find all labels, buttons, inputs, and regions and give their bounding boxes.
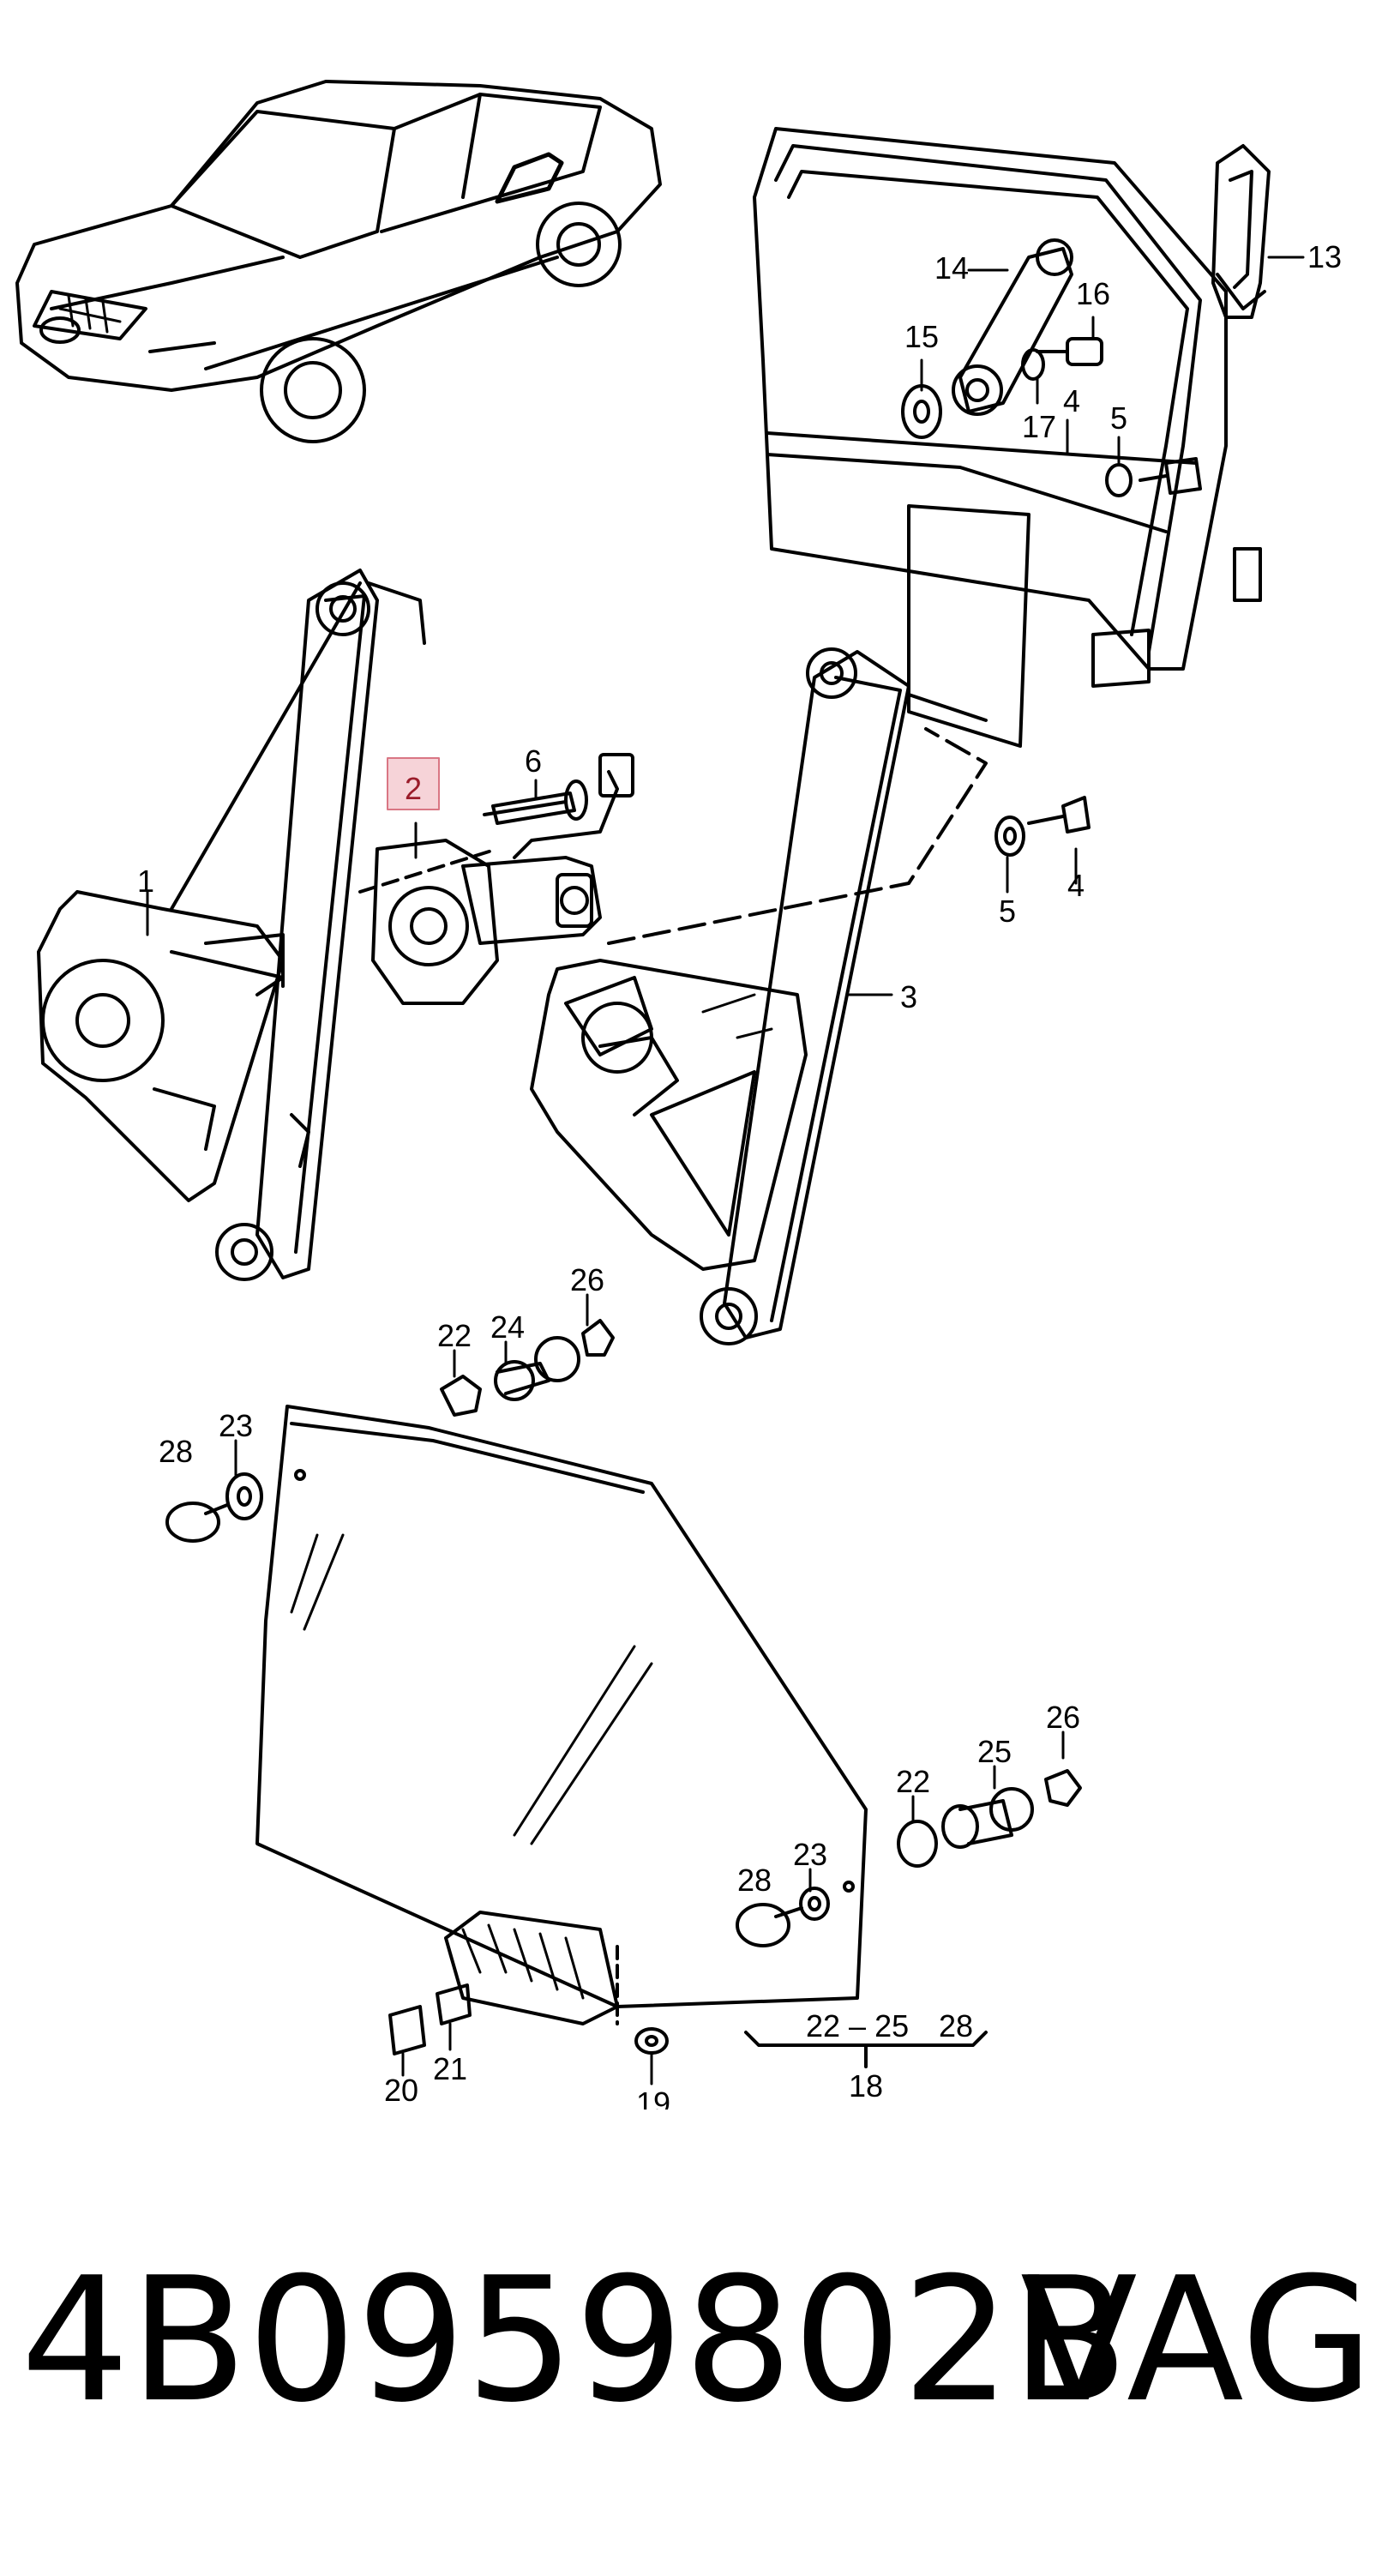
callout-15: 15 (904, 319, 939, 354)
callout-21: 21 (433, 2051, 467, 2086)
window-motor-2 (371, 753, 634, 1005)
clip-20 (388, 2005, 426, 2055)
callout-4-top: 4 (1063, 383, 1080, 418)
callout-6: 6 (525, 743, 542, 779)
fastener-group-lower (736, 1769, 1082, 1947)
bracket-13 (1211, 144, 1271, 319)
callout-19: 19 (636, 2085, 670, 2110)
callout-20: 20 (384, 2073, 418, 2108)
fastener-group-upper (165, 1319, 615, 1543)
brand-label: VAG (1020, 2241, 1374, 2441)
callout-26-upper: 26 (570, 1262, 604, 1297)
callout-4-mid: 4 (1067, 868, 1085, 903)
callout-23-upper: 23 (219, 1408, 253, 1443)
crank-handle-14 (952, 238, 1073, 416)
washer-5-top (1105, 463, 1133, 497)
callout-24: 24 (490, 1309, 525, 1345)
clip-21 (436, 1983, 472, 2025)
regulator-1 (37, 569, 426, 1281)
bracket-18 (744, 2031, 988, 2068)
callout-26-lower: 26 (1046, 1700, 1080, 1735)
callout-range-22-25: 22 – 25 (806, 2008, 909, 2043)
highlight-box (387, 757, 440, 810)
washer-17 (1021, 348, 1045, 381)
leader-lines (146, 256, 1305, 2085)
door-frame (753, 127, 1262, 748)
callout-2: 2 (405, 771, 422, 806)
callout-labels: 1 2 3 4 4 5 5 6 13 14 15 16 17 18 19 20 … (137, 239, 1342, 2110)
callout-5-mid: 5 (999, 894, 1016, 929)
callout-28-upper: 28 (159, 1434, 193, 1469)
callout-23-lower: 23 (793, 1837, 827, 1872)
callout-16: 16 (1076, 276, 1110, 311)
glass-channel (444, 1911, 619, 2025)
screw-16 (1036, 337, 1103, 366)
washer-15 (901, 384, 942, 439)
door-glass (255, 1405, 868, 2008)
callout-17: 17 (1022, 409, 1056, 444)
callout-3: 3 (900, 979, 917, 1014)
car-illustration (15, 80, 662, 443)
washer-5-mid (994, 816, 1025, 857)
grommet-19 (634, 2027, 669, 2055)
exploded-parts-diagram: 1 2 3 4 4 5 5 6 13 14 15 16 17 18 19 20 … (15, 80, 1342, 2110)
callout-14: 14 (934, 250, 969, 286)
callout-28-lower: 28 (737, 1863, 772, 1898)
part-number: 4B0959802B (21, 2241, 1129, 2441)
callout-5-top: 5 (1110, 400, 1127, 436)
bolt-6 (358, 779, 588, 894)
callout-22-upper: 22 (437, 1318, 472, 1353)
callout-18: 18 (849, 2068, 883, 2104)
regulator-3 (530, 647, 988, 1345)
bolt-4-top (1139, 457, 1202, 495)
callout-28-group: 28 (939, 2008, 973, 2043)
callout-25: 25 (977, 1734, 1012, 1769)
callout-1: 1 (137, 864, 154, 899)
bolt-4-mid (1027, 796, 1091, 834)
callout-13: 13 (1307, 239, 1342, 274)
callout-22-lower: 22 (896, 1764, 930, 1799)
